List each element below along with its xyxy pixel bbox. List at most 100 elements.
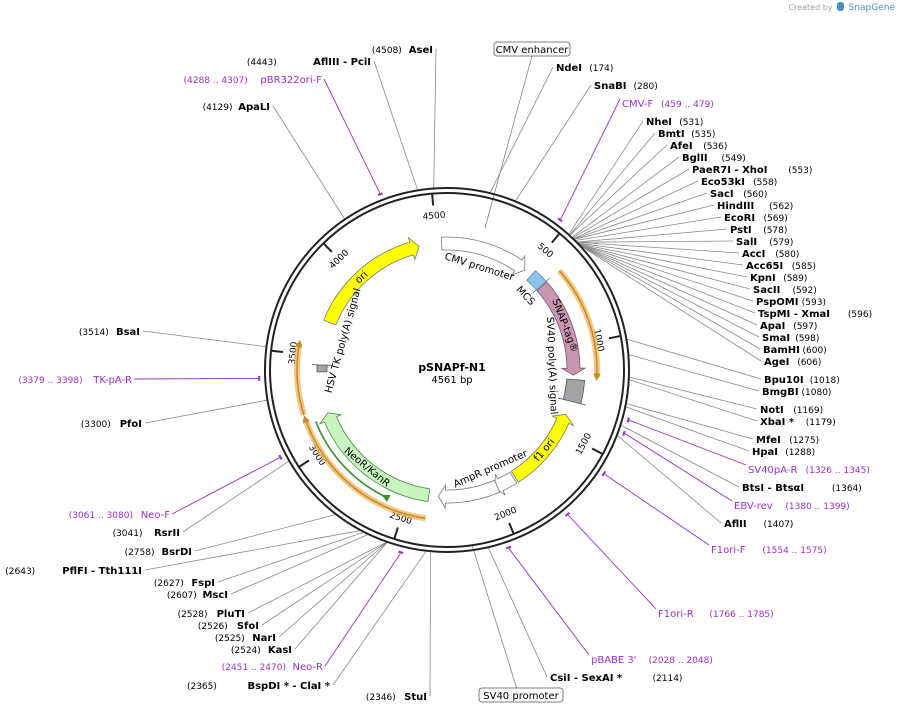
- site-position: (560): [743, 190, 767, 200]
- sv40-polya-label: SV40 poly(A) signal: [544, 317, 559, 415]
- site-label: MscI(2607): [167, 590, 228, 601]
- mcs-label: MCS: [514, 284, 537, 308]
- tick-mark: [431, 193, 435, 206]
- tick-mark: [270, 349, 284, 354]
- site-position: (2526): [198, 622, 228, 632]
- site-label: BsrDI(2758): [125, 547, 192, 558]
- primer-mark: [564, 511, 571, 517]
- site-label: Acc65I(585): [746, 261, 816, 272]
- site-position: (1364): [832, 484, 862, 494]
- site-position: (2365): [187, 682, 217, 692]
- site-labels: NdeI(174)SnaBI(280)NheI(531)BmtI(535)Afe…: [5, 45, 872, 703]
- site-position: (579): [769, 238, 793, 248]
- primer-range: (1326 .. 1345): [806, 466, 870, 476]
- site-label: NheI (531): [646, 117, 703, 128]
- site-label: EcoRI(569): [724, 213, 788, 224]
- site-label: AflIII - PciI(4443): [247, 57, 371, 68]
- neo-kan-arrow: [318, 412, 431, 503]
- site-label: StuI(2346): [366, 692, 427, 703]
- site-position: (558): [753, 178, 777, 188]
- site-name: TspMI - XmaI: [758, 309, 830, 320]
- site-name: PstI: [730, 225, 752, 236]
- site-position: (2627): [154, 579, 184, 589]
- site-label: AfeI(536): [670, 141, 727, 152]
- primer-label: EBV-rev(1380 .. 1399): [734, 501, 850, 512]
- site-name: SacII: [753, 285, 780, 296]
- primer-label: pBR322ori-F(4288 .. 4307): [184, 75, 323, 86]
- tick-label: 2000: [493, 505, 518, 523]
- primer-range: (4288 .. 4307): [184, 76, 248, 86]
- site-position: (597): [793, 322, 817, 332]
- site-position: (531): [679, 118, 703, 128]
- site-label: SacII(592): [753, 285, 817, 296]
- tick-label: 500: [535, 242, 555, 261]
- site-position: (593): [802, 298, 826, 308]
- f1-ori-arrow: [510, 413, 575, 483]
- site-position: (598): [795, 334, 819, 344]
- primer-range: (1766 .. 1785): [709, 610, 773, 620]
- tick-mark: [322, 242, 333, 253]
- site-position: (535): [691, 130, 715, 140]
- tick-mark: [551, 232, 561, 244]
- site-label: BsaI(3514): [79, 327, 140, 338]
- left-orf-arrow: [295, 339, 305, 416]
- site-position: (3300): [81, 420, 111, 430]
- site-position: (2528): [178, 610, 208, 620]
- site-name: SnaBI: [594, 81, 626, 92]
- site-label: RsrII(3041): [113, 528, 180, 539]
- site-position: (1179): [806, 418, 836, 428]
- site-name: NdeI: [556, 63, 582, 74]
- site-name: AflII: [724, 519, 747, 530]
- primer-name: Neo-F: [141, 510, 171, 521]
- site-label: SmaI(598): [762, 333, 819, 344]
- site-label: Bpu10I(1018): [764, 375, 840, 386]
- site-name: SacI: [710, 189, 734, 200]
- site-position: (1169): [793, 406, 823, 416]
- site-position: (589): [783, 274, 807, 284]
- primer-range: (2451 .. 2470): [222, 663, 286, 673]
- site-position: (4508): [372, 46, 402, 56]
- ori-arrow: [323, 236, 420, 326]
- site-name: NotI: [760, 405, 784, 416]
- site-label: CsiI - SexAI *(2114): [550, 673, 682, 684]
- site-label: PfoI(3300): [81, 419, 142, 430]
- site-name: AseI: [409, 45, 433, 56]
- site-position: (1080): [802, 388, 832, 398]
- site-label: AgeI(606): [764, 357, 821, 368]
- site-position: (280): [634, 82, 658, 92]
- cmv-enhancer-box: CMV enhancer: [493, 41, 571, 57]
- site-name: MfeI: [756, 435, 781, 446]
- primer-range: (3061 .. 3080): [69, 511, 133, 521]
- site-position: (2346): [366, 693, 396, 703]
- site-name: FspI: [191, 578, 215, 589]
- site-label: BtsI - BtsαI(1364): [742, 483, 862, 494]
- site-label: NarI(2525): [215, 633, 276, 644]
- tick-label: 4500: [422, 211, 446, 223]
- site-label: PluTI(2528): [178, 609, 245, 620]
- site-name: HindIII: [717, 201, 754, 212]
- site-name: AccI: [742, 249, 765, 260]
- site-label: HindIII(562): [717, 201, 793, 212]
- site-name: BsrDI: [161, 547, 192, 558]
- site-position: (578): [763, 226, 787, 236]
- site-position: (3514): [79, 328, 109, 338]
- site-position: (2524): [231, 646, 261, 656]
- site-label: XbaI *(1179): [760, 417, 836, 428]
- tick-mark: [393, 527, 399, 540]
- site-position: (2643): [5, 567, 35, 577]
- site-name: AflIII - PciI: [313, 57, 371, 68]
- tick-label: 1500: [574, 432, 594, 457]
- primer-range: (2028 .. 2048): [649, 656, 713, 666]
- primer-name: F1ori-F: [711, 545, 746, 556]
- site-label: MfeI(1275): [756, 435, 819, 446]
- site-label: KasI(2524): [231, 645, 292, 656]
- site-name: Bpu10I: [764, 375, 804, 386]
- site-name: MscI: [202, 590, 228, 601]
- primer-label: pBABE 3'(2028 .. 2048): [591, 655, 713, 666]
- site-name: NheI: [646, 117, 672, 128]
- site-position: (1288): [785, 448, 815, 458]
- site-label: AflII(1407): [724, 519, 793, 530]
- site-label: Eco53kI(558): [701, 177, 777, 188]
- primer-mark: [278, 454, 283, 460]
- site-label: KpnI(589): [750, 273, 807, 284]
